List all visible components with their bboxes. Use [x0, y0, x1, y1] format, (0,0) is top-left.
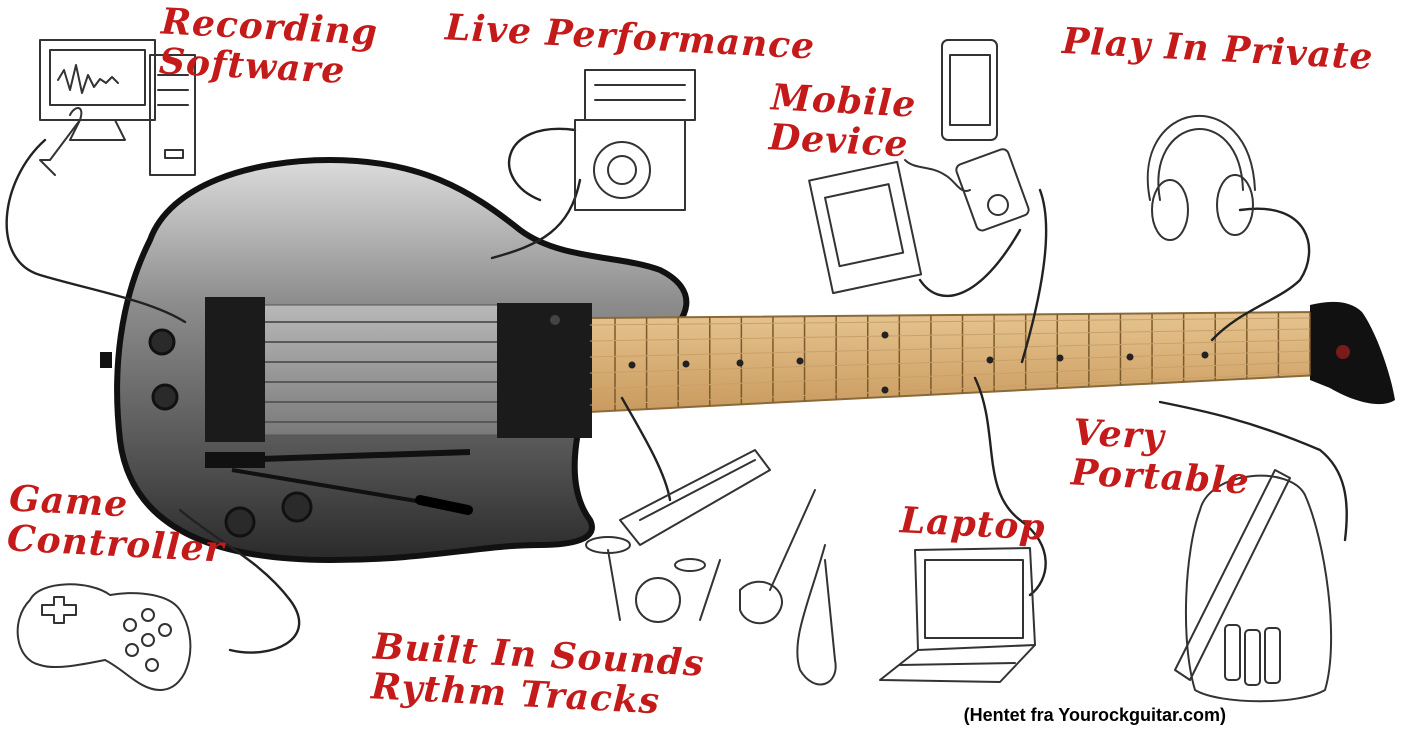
string-line: [589, 361, 1311, 390]
string-line: [589, 317, 1311, 326]
string-line: [589, 372, 1311, 406]
fret-dot: [682, 360, 690, 368]
bridge-block: [205, 297, 265, 442]
label-recording-software: Recording Software: [158, 0, 379, 92]
label-mobile-device: Mobile Device: [768, 76, 918, 166]
image-credit: (Hentet fra Yourockguitar.com): [963, 705, 1226, 725]
control-knob: [148, 328, 176, 356]
label-very-portable: Very Portable: [1070, 411, 1251, 503]
fret-dot: [1126, 353, 1134, 361]
control-knob: [151, 383, 179, 411]
amplifier-sketch-icon: [574, 69, 696, 211]
guitar-headstock: [1310, 301, 1395, 405]
label-laptop: Laptop: [899, 499, 1047, 549]
fret-dot: [881, 386, 889, 394]
control-knob: [281, 491, 313, 523]
string-line: [589, 350, 1311, 374]
laptop-sketch-icon: [879, 547, 1036, 683]
headphones-sketch-icon: [1146, 114, 1256, 241]
label-built-in-sounds: Built In Sounds Rythm Tracks: [370, 625, 706, 723]
fret-dot: [796, 357, 804, 365]
pickup-block: [497, 303, 592, 438]
mobile-device-sketch-icon: [808, 39, 1030, 295]
guitar: [100, 156, 1395, 564]
string-line: [589, 328, 1311, 342]
string-pad: [254, 304, 506, 436]
fret-dot: [986, 356, 994, 364]
control-knob: [224, 506, 256, 538]
computer-sketch-icon: [39, 39, 196, 176]
fretboard: [589, 312, 1311, 411]
headstock-logo: [1336, 345, 1350, 359]
game-controller-sketch-icon: [16, 583, 192, 691]
fret-dot: [881, 331, 889, 339]
label-game-controller: Game Controller: [6, 477, 226, 571]
string-line: [589, 339, 1311, 358]
fret-dot: [736, 359, 744, 367]
fret-dot: [1056, 354, 1064, 362]
cables: [5, 127, 1348, 654]
instruments-sketch-icon: [585, 449, 837, 686]
fret-dot: [1201, 351, 1209, 359]
backpack-sketch-icon: [1174, 469, 1333, 703]
fret-dot: [628, 361, 636, 369]
